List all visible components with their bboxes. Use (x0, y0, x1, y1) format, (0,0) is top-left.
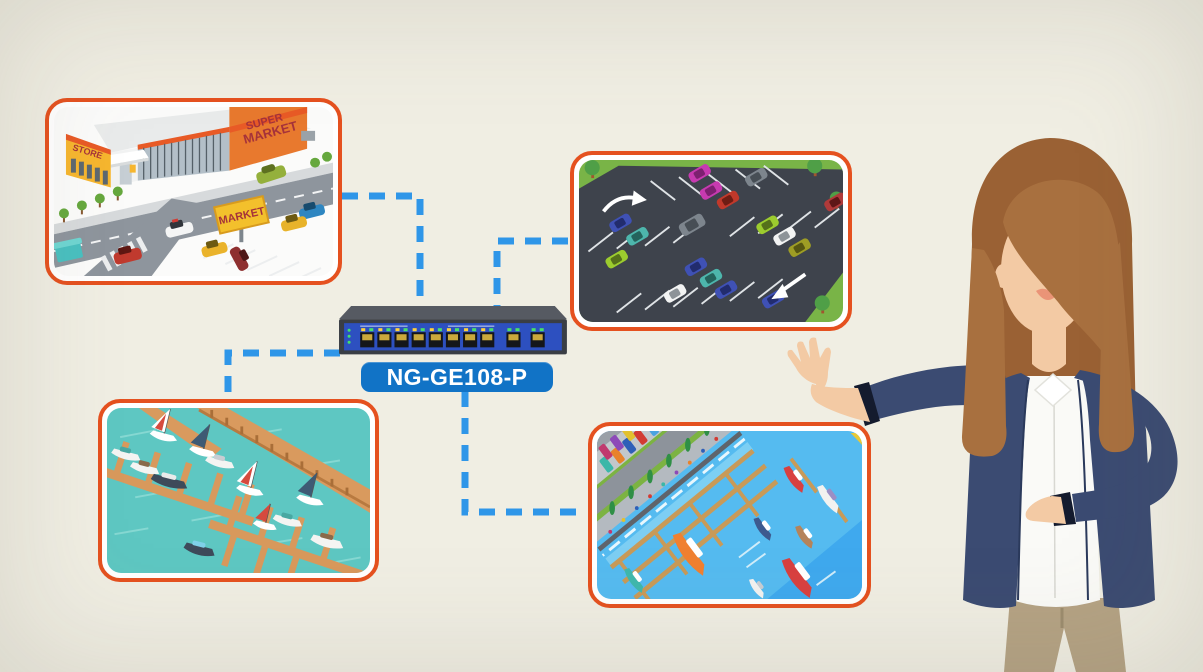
status-leds (347, 328, 351, 344)
cable-supermarket (342, 192, 424, 299)
marina-panel (98, 399, 379, 582)
supermarket-illustration: STORE SUPER MARKET MARKET (54, 107, 333, 276)
hair-front (961, 179, 1135, 457)
harbor-panel (588, 422, 871, 608)
presenter-character (787, 138, 1178, 672)
network-switch (337, 306, 569, 360)
hip-hand (1025, 496, 1066, 524)
harbor-illustration (597, 431, 862, 599)
cable-marina (224, 349, 340, 399)
switch-illustration (339, 306, 567, 355)
parking-lot-illustration (579, 160, 843, 322)
shirt (1012, 372, 1100, 607)
cable-parking-lot (493, 237, 568, 311)
marina-illustration (107, 408, 370, 573)
arm-on-hip (1025, 370, 1178, 526)
parking-lot-panel (570, 151, 852, 331)
device-model-text: NG-GE108-P (386, 363, 528, 390)
pants (1004, 598, 1126, 672)
cable-harbor (461, 391, 587, 516)
device-model-label: NG-GE108-P (361, 362, 553, 392)
lan-ports (360, 328, 495, 348)
open-hand (787, 337, 831, 392)
uplink-ports (506, 328, 545, 348)
supermarket-panel: STORE SUPER MARKET MARKET (45, 98, 342, 285)
